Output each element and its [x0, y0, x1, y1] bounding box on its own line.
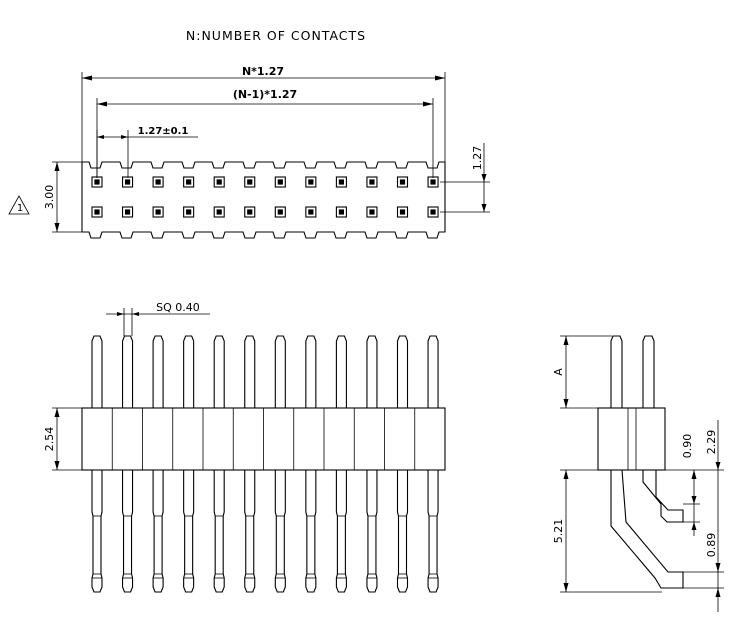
contact-pad-inner — [308, 209, 314, 215]
front-view: SQ 0.40 2.54 — [43, 301, 446, 593]
dim-229-label: 2.29 — [705, 430, 718, 455]
contact-pad-inner — [247, 209, 253, 215]
pin-upper — [274, 335, 286, 408]
pin-lower — [152, 470, 164, 593]
pads-row-top — [91, 176, 439, 188]
side-pin-long-bent — [610, 469, 684, 589]
contact-pad-inner — [399, 209, 406, 215]
contact-pad-inner — [124, 209, 131, 215]
contact-pad-inner — [308, 179, 314, 185]
contact-pad-inner — [277, 179, 283, 185]
contact-pad-inner — [369, 209, 375, 215]
contact-pad-inner — [430, 179, 436, 185]
front-pins — [91, 335, 439, 593]
pin-upper — [244, 335, 256, 408]
pin-upper — [427, 335, 439, 408]
contact-pad-inner — [216, 179, 222, 185]
pin-lower — [396, 470, 409, 593]
contact-pad-inner — [94, 209, 100, 215]
dim-row-pitch-label: 1.27 — [471, 146, 484, 171]
side-pin-upper-right — [642, 335, 655, 408]
dim-089-label: 0.89 — [705, 533, 718, 558]
revision-triangle — [8, 195, 30, 215]
contact-pad-inner — [186, 209, 192, 215]
dim-090-label: 0.90 — [681, 434, 694, 459]
contact-pad-inner — [338, 179, 344, 185]
dim-span-label: (N-1)*1.27 — [233, 88, 297, 101]
dim-a-label: A — [552, 368, 565, 376]
contact-pad-inner — [369, 179, 375, 185]
pin-lower — [305, 470, 317, 593]
dim-pin-size-label: SQ 0.40 — [156, 301, 200, 314]
pin-upper — [366, 335, 378, 408]
pin-lower — [366, 470, 378, 593]
pin-lower — [427, 470, 439, 593]
drawing-title: N:NUMBER OF CONTACTS — [186, 28, 366, 43]
dim-height-label: 3.00 — [43, 185, 56, 210]
pin-upper — [91, 335, 103, 408]
side-pin-short-bent — [642, 469, 684, 523]
pads-row-bottom — [91, 206, 439, 218]
side-view: A 5.21 0.90 2.29 0.89 — [552, 335, 724, 612]
contact-pad-inner — [338, 209, 344, 215]
pin-lower — [335, 470, 347, 593]
contact-pad-inner — [124, 179, 131, 185]
pin-upper — [183, 335, 195, 408]
contact-pad-inner — [94, 179, 100, 185]
pin-lower — [122, 470, 134, 593]
pin-lower — [183, 470, 195, 593]
contact-pad-inner — [399, 179, 406, 185]
pin-upper — [396, 335, 409, 408]
revision-number: 1 — [17, 203, 23, 214]
pin-upper — [122, 335, 134, 408]
side-pin-upper-left — [610, 335, 623, 408]
top-view: N*1.27 (N-1)*1.27 1.27±0.1 1.27 3.00 1 — [8, 65, 490, 239]
pin-lower — [213, 470, 225, 593]
top-view-body-outline — [81, 161, 446, 239]
contact-pad-inner — [155, 209, 161, 215]
contact-pad-inner — [186, 179, 192, 185]
dim-521-label: 5.21 — [552, 519, 565, 544]
pin-upper — [305, 335, 317, 408]
pin-upper — [152, 335, 164, 408]
pin-upper — [213, 335, 225, 408]
dim-total-label: N*1.27 — [242, 65, 284, 78]
pin-lower — [274, 470, 286, 593]
contact-pad-inner — [155, 179, 161, 185]
contact-pad-inner — [216, 209, 222, 215]
contact-pad-inner — [247, 179, 253, 185]
dim-body-height-label: 2.54 — [43, 427, 56, 452]
pin-lower — [244, 470, 256, 593]
contact-pad-inner — [430, 209, 436, 215]
pin-lower — [91, 470, 103, 593]
pin-upper — [335, 335, 347, 408]
dim-pitch-label: 1.27±0.1 — [138, 126, 189, 137]
side-view-body — [597, 407, 666, 471]
front-body-dividers — [111, 408, 416, 470]
contact-pad-inner — [277, 209, 283, 215]
